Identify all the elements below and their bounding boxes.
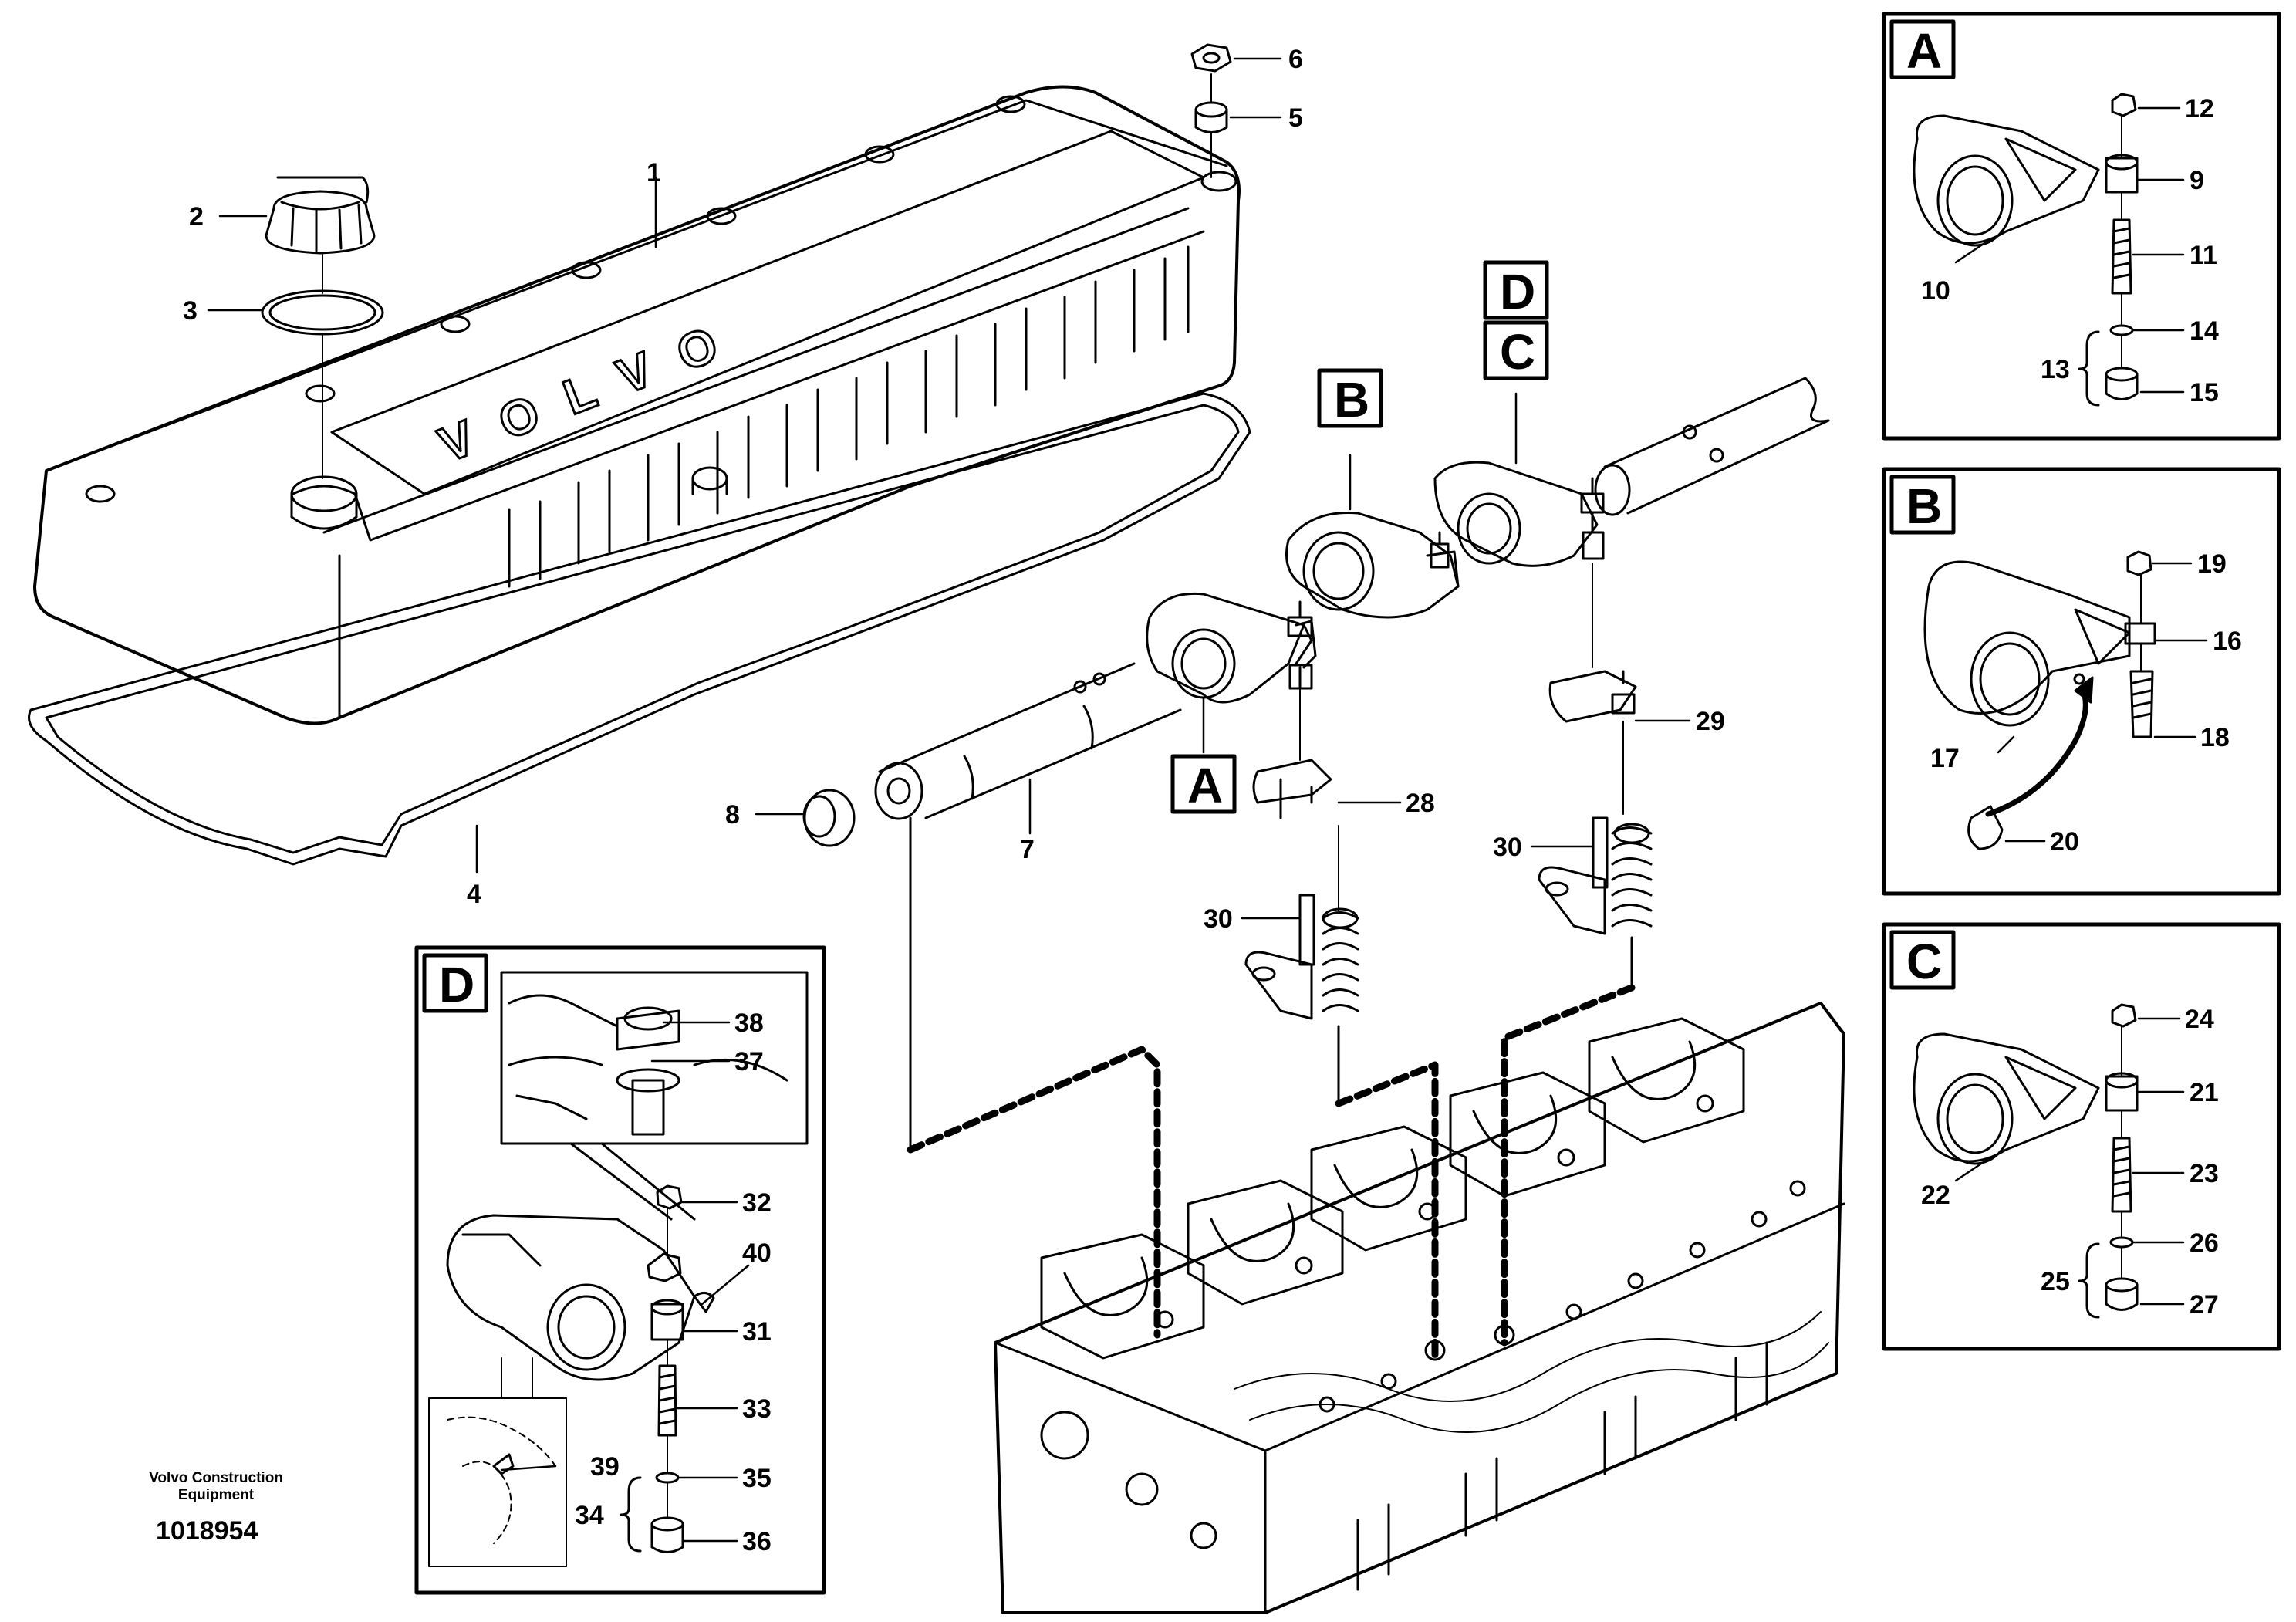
- detail-label-c-panel: C: [1906, 934, 1942, 989]
- callout-21: 21: [2190, 1078, 2219, 1107]
- callout-8: 8: [725, 800, 740, 830]
- callout-40: 40: [742, 1238, 772, 1268]
- detail-label-b-panel: B: [1906, 478, 1942, 534]
- callout-29: 29: [1696, 707, 1725, 736]
- callout-31: 31: [742, 1317, 772, 1347]
- valve-spring-30-right: [1538, 816, 1653, 935]
- detail-ref-c: C: [1500, 324, 1535, 380]
- callout-7: 7: [1020, 835, 1035, 864]
- detail-ref-d: D: [1500, 264, 1535, 319]
- callout-26: 26: [2190, 1228, 2219, 1258]
- rocker-arm-a: [1146, 592, 1317, 704]
- callout-30-right: 30: [1493, 833, 1522, 862]
- callout-34: 34: [575, 1501, 604, 1530]
- leader-lines: [207, 57, 2208, 1543]
- callout-30-left: 30: [1204, 904, 1233, 934]
- callout-2: 2: [189, 202, 204, 231]
- callout-32: 32: [742, 1188, 772, 1218]
- rocker-arm-b: [1285, 511, 1460, 619]
- rocker-shaft: [874, 377, 1830, 820]
- cover-brand-text: VOLVO: [431, 316, 725, 473]
- callout-14: 14: [2190, 316, 2219, 346]
- callout-12: 12: [2185, 94, 2214, 123]
- callout-10: 10: [1921, 276, 1950, 306]
- detail-panel-a: [1882, 12, 2281, 441]
- callout-15: 15: [2190, 378, 2219, 407]
- callout-23: 23: [2190, 1159, 2219, 1188]
- assembly-guide-lines: [907, 816, 1636, 1362]
- valve-bridge-28: [1252, 759, 1332, 819]
- company-name-line2: Equipment: [177, 1487, 255, 1503]
- detail-panel-d: [414, 945, 826, 1595]
- callout-39: 39: [590, 1452, 620, 1482]
- callout-27: 27: [2190, 1290, 2219, 1320]
- valve-cover: [33, 85, 1241, 725]
- callout-36: 36: [742, 1527, 772, 1556]
- callout-35: 35: [742, 1464, 772, 1493]
- valve-spring-30-left: [1244, 894, 1359, 1020]
- detail-ref-b: B: [1334, 372, 1369, 427]
- company-name-line1: Volvo Construction: [149, 1470, 283, 1486]
- detail-label-d-panel: D: [439, 957, 474, 1012]
- filler-cap: [265, 176, 376, 255]
- callout-19: 19: [2197, 549, 2227, 579]
- callout-4: 4: [467, 880, 481, 909]
- callout-20: 20: [2050, 827, 2079, 857]
- detail-label-a-panel: A: [1906, 23, 1942, 79]
- cover-nut: [1190, 43, 1232, 73]
- callout-37: 37: [734, 1047, 764, 1076]
- shaft-plug: [802, 789, 856, 847]
- cylinder-head: [994, 1002, 1845, 1614]
- callout-17: 17: [1930, 744, 1960, 773]
- drawing-number: 1018954: [156, 1516, 258, 1546]
- detail-panel-c: [1882, 922, 2281, 1351]
- detail-panel-b: [1882, 467, 2281, 896]
- valve-bridge-29: [1548, 670, 1637, 723]
- callout-18: 18: [2200, 723, 2230, 752]
- callout-9: 9: [2190, 166, 2204, 195]
- callout-28: 28: [1406, 789, 1435, 818]
- group-braces: [620, 330, 2100, 1553]
- callout-24: 24: [2185, 1005, 2214, 1034]
- o-ring: [261, 289, 384, 336]
- callout-13: 13: [2041, 355, 2070, 384]
- callout-33: 33: [742, 1394, 772, 1424]
- callout-3: 3: [183, 296, 198, 326]
- callout-5: 5: [1288, 103, 1303, 133]
- callout-6: 6: [1288, 45, 1303, 74]
- callout-38: 38: [734, 1009, 764, 1038]
- callout-22: 22: [1921, 1181, 1950, 1210]
- rocker-arm-c: [1433, 461, 1605, 567]
- callout-25: 25: [2041, 1267, 2070, 1296]
- detail-ref-a: A: [1187, 758, 1223, 813]
- callout-1: 1: [647, 158, 661, 188]
- cover-sleeve: [1194, 101, 1228, 133]
- gasket: [28, 392, 1251, 866]
- callout-16: 16: [2213, 627, 2242, 656]
- callout-11: 11: [2190, 241, 2217, 270]
- detail-boxes: [422, 19, 1956, 1013]
